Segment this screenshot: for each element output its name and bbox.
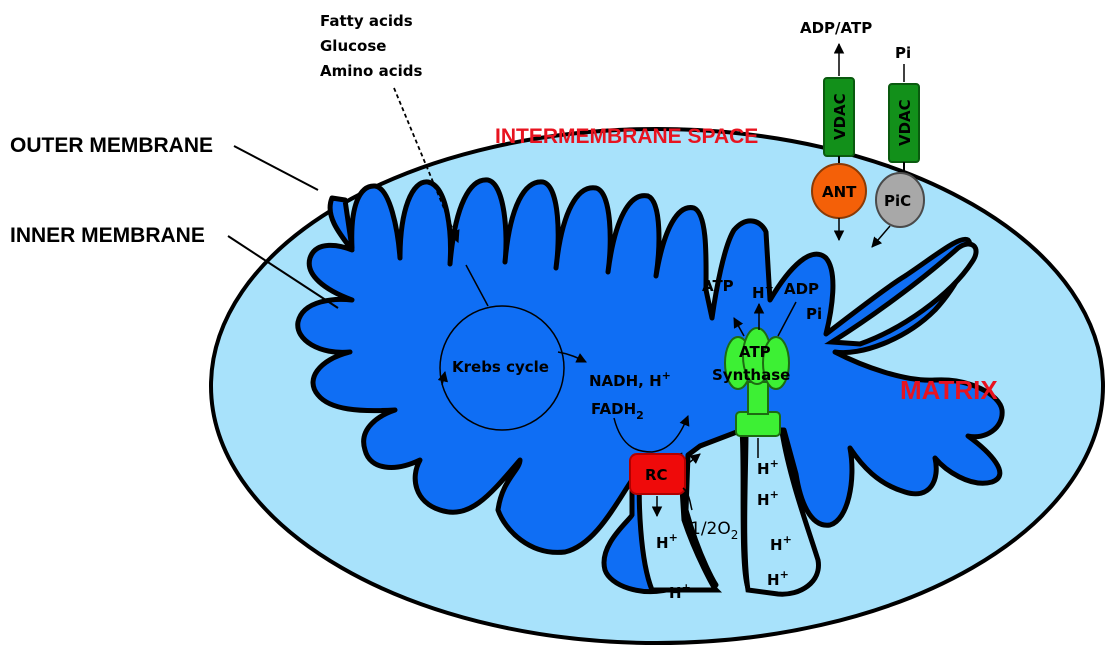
ant-label: ANT xyxy=(822,183,857,201)
pi-label: Pi xyxy=(806,305,822,323)
atp-synthase-label-line1: ATP xyxy=(739,343,771,361)
substrate-glucose: Glucose xyxy=(320,37,386,55)
inner-membrane-label: INNER MEMBRANE xyxy=(10,224,205,247)
matrix-label: MATRIX xyxy=(900,375,998,405)
atp-synthase-base xyxy=(736,412,780,436)
atp-out-label: ATP xyxy=(702,277,734,295)
adp-atp-label: ADP/ATP xyxy=(800,19,872,37)
atp-synthase-stalk xyxy=(748,382,768,414)
vdac-label-2: VDAC xyxy=(896,99,914,146)
substrate-fatty-acids: Fatty acids xyxy=(320,12,413,30)
vdac-label-1: VDAC xyxy=(831,93,849,140)
pi-transporter-label: Pi xyxy=(895,44,911,62)
intermembrane-space-label: INTERMEMBRANE SPACE xyxy=(495,125,758,148)
rc-label: RC xyxy=(645,466,668,484)
atp-synthase-label-line2: Synthase xyxy=(712,366,790,384)
krebs-cycle-label: Krebs cycle xyxy=(452,358,549,376)
nadh-label: NADH, H+ xyxy=(589,369,671,390)
outer-membrane-label: OUTER MEMBRANE xyxy=(10,134,213,157)
adp-label: ADP xyxy=(784,280,819,298)
pic-label: PiC xyxy=(884,192,911,210)
substrate-amino-acids: Amino acids xyxy=(320,62,422,80)
